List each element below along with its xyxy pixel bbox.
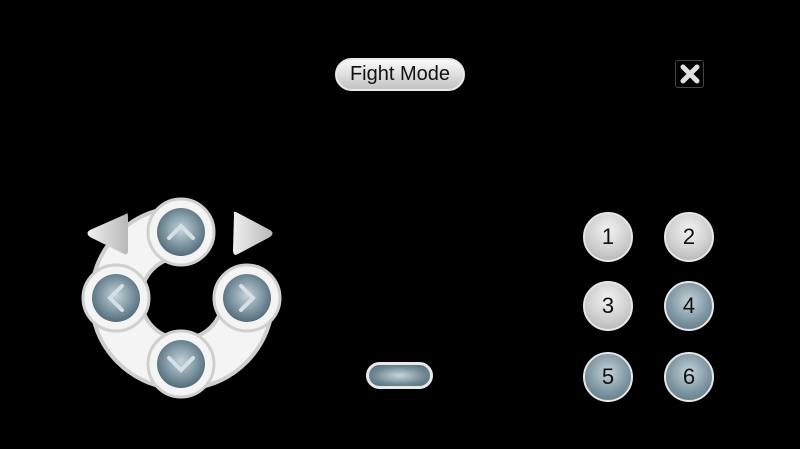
action-button-4[interactable]: 4 [664, 281, 714, 331]
action-button-5[interactable]: 5 [583, 352, 633, 402]
close-x-icon [680, 64, 699, 84]
dpad-up-button[interactable] [157, 208, 205, 256]
chevron-right-icon [239, 284, 256, 312]
action-button-6[interactable]: 6 [664, 352, 714, 402]
center-pill-button[interactable] [366, 362, 433, 389]
dpad-right-button[interactable] [223, 274, 271, 322]
turn-right-triangle-icon[interactable] [233, 211, 273, 255]
action-button-1[interactable]: 1 [583, 212, 633, 262]
close-button[interactable] [675, 60, 704, 88]
dpad-left-button[interactable] [92, 274, 140, 322]
chevron-left-icon [107, 284, 124, 312]
action-button-3[interactable]: 3 [583, 281, 633, 331]
chevron-up-icon [167, 223, 195, 240]
dpad-down-button[interactable] [157, 340, 205, 388]
chevron-down-icon [167, 356, 195, 373]
action-button-2[interactable]: 2 [664, 212, 714, 262]
turn-left-triangle-icon[interactable] [87, 213, 129, 255]
fight-mode-button[interactable]: Fight Mode [335, 58, 465, 91]
